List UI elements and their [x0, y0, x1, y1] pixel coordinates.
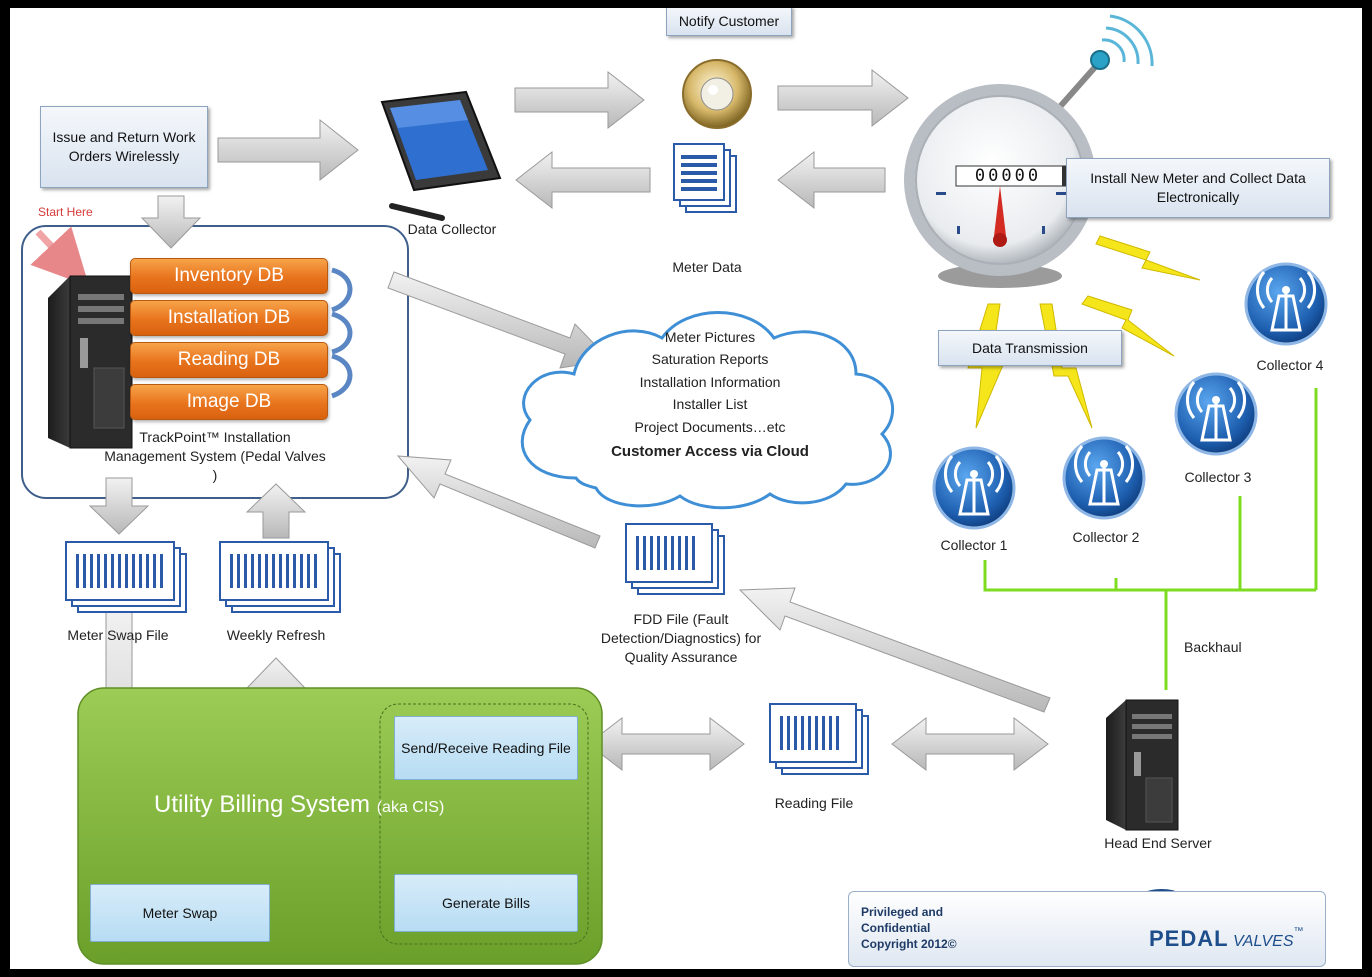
generate-bills: Generate Bills	[394, 874, 578, 932]
collector-3-label: Collector 3	[1184, 469, 1252, 485]
weekly-refresh-label: Weekly Refresh	[226, 627, 326, 643]
db-inventory: Inventory DB	[130, 258, 328, 294]
cloud-item: Meter Pictures	[664, 329, 756, 345]
cloud-item: Installation Information	[639, 373, 781, 390]
meter-swap-file-label: Meter Swap File	[67, 627, 169, 643]
flow-arrows	[88, 68, 1051, 889]
cloud-title: Customer Access via Cloud	[611, 442, 809, 460]
cloud-item: Installer List	[672, 396, 748, 413]
cloud-item: Project Documents…etc	[634, 418, 786, 435]
collector-icons	[932, 262, 1328, 530]
collector-4-label: Collector 4	[1256, 357, 1324, 373]
diagram-graphics	[21, 14, 1328, 965]
document-icons	[65, 143, 869, 775]
cloud-item-list: Meter Pictures Saturation Reports Instal…	[530, 326, 890, 464]
management-server-icon	[48, 275, 133, 449]
issue-orders-callout: Issue and Return Work Orders Wirelessly	[40, 106, 208, 188]
start-here-label: Start Here	[38, 205, 93, 219]
install-meter-callout: Install New Meter and Collect Data Elect…	[1066, 158, 1330, 218]
water-meter-icon	[904, 14, 1154, 288]
collector-1-label: Collector 1	[940, 537, 1008, 553]
tablet-icon	[380, 90, 502, 221]
diagram-canvas: Issue and Return Work Orders Wirelessly …	[10, 8, 1362, 969]
fdd-file-label: FDD File (Fault Detection/Diagnostics) f…	[600, 611, 762, 665]
head-end-server-label: Head End Server	[1104, 835, 1212, 851]
copyright-footer: Privileged and Confidential Copyright 20…	[848, 891, 1326, 967]
meter-data-label: Meter Data	[672, 259, 742, 275]
data-collector-label: Data Collector	[407, 221, 497, 237]
cloud-shape	[520, 311, 894, 510]
collector-2-label: Collector 2	[1072, 529, 1140, 545]
meter-counter: 00000	[974, 166, 1042, 186]
logo-tm: ™	[1293, 926, 1304, 937]
notify-customer-callout: Notify Customer	[666, 8, 792, 36]
doorbell-icon	[682, 59, 752, 129]
db-connectors	[331, 267, 353, 399]
meter-swap: Meter Swap	[90, 884, 270, 942]
backhaul-label: Backhaul	[1184, 639, 1242, 655]
logo-suffix: VALVES	[1233, 933, 1294, 950]
db-installation: Installation DB	[130, 300, 328, 336]
confidential-notice: Privileged and Confidential Copyright 20…	[861, 905, 957, 952]
cloud-item: Saturation Reports	[651, 351, 769, 368]
logo-text: PEDAL	[1149, 926, 1229, 951]
billing-aka-text: (aka CIS)	[376, 799, 445, 816]
send-receive-reading-file: Send/Receive Reading File	[394, 716, 578, 780]
trackpoint-label: TrackPoint™ Installation Management Syst…	[104, 429, 326, 483]
reading-file-label: Reading File	[774, 795, 854, 811]
db-image: Image DB	[130, 384, 328, 420]
pedal-valves-logo: PEDAL VALVES™	[1149, 926, 1304, 952]
billing-system-title: Utility Billing System (aka CIS)	[154, 791, 444, 819]
head-end-server-icon	[1106, 699, 1179, 831]
db-reading: Reading DB	[130, 342, 328, 378]
backhaul-lines	[983, 388, 1318, 690]
data-transmission-callout: Data Transmission	[938, 330, 1122, 366]
billing-title-text: Utility Billing System	[154, 791, 371, 818]
